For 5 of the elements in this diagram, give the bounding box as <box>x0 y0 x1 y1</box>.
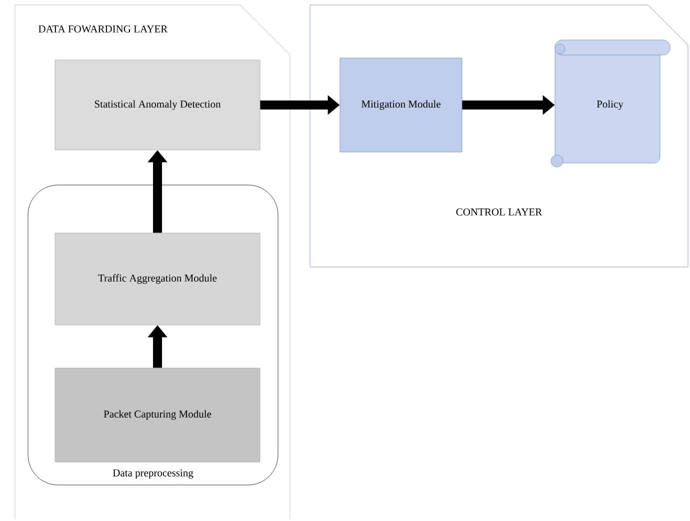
process-box: Statistical Anomaly Detection <box>54 60 260 150</box>
document-scroll: Policy <box>550 40 670 168</box>
process-box: Packet Capturing Module <box>54 368 260 462</box>
process-box: Traffic Aggregation Module <box>54 232 260 326</box>
process-box: Mitigation Module <box>340 58 462 152</box>
